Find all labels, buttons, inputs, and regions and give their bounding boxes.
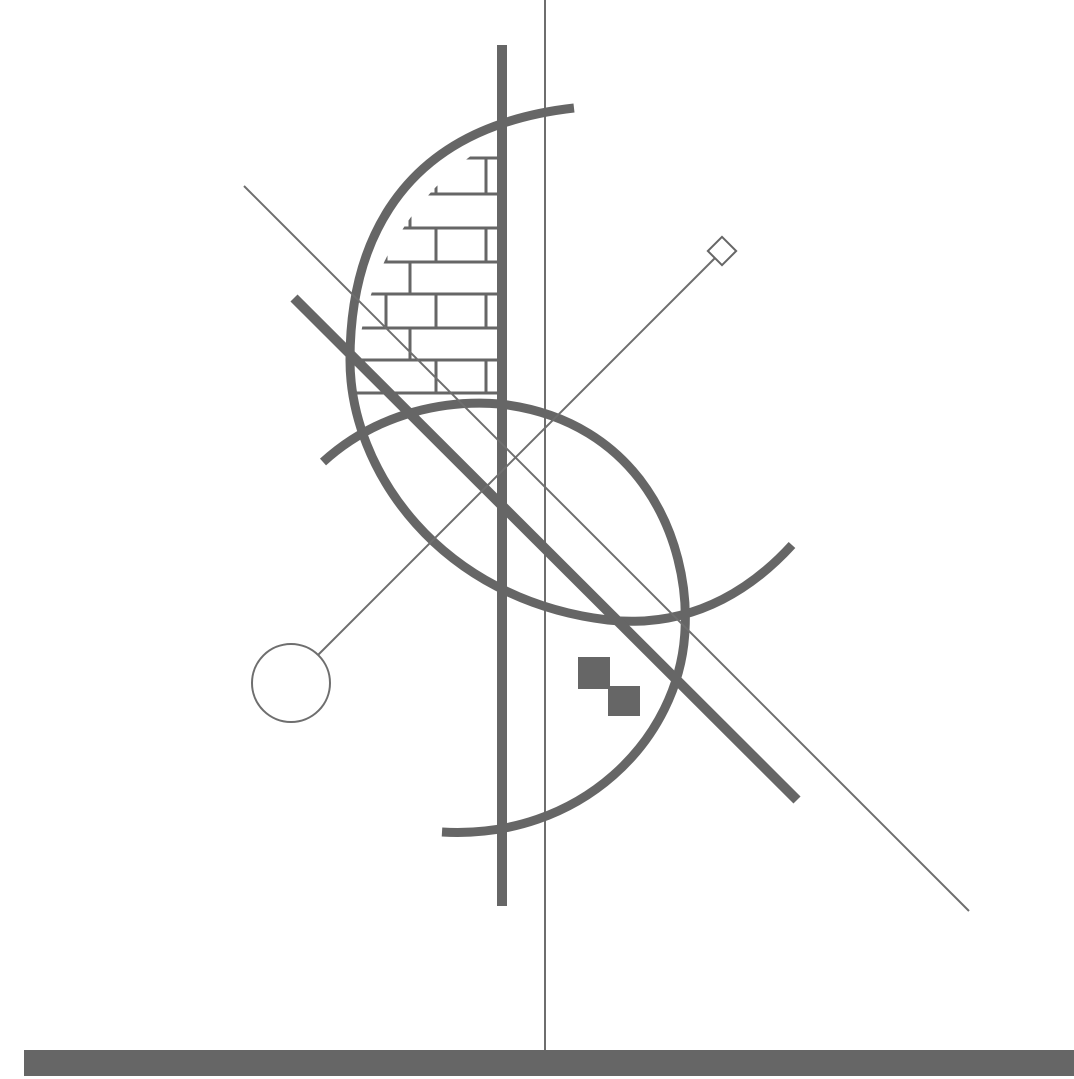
thin-diagonal-line bbox=[243, 185, 970, 912]
open-circle-icon bbox=[251, 643, 331, 723]
diamond-icon bbox=[706, 235, 738, 267]
thin-connector-line bbox=[317, 256, 717, 656]
lower-circle-arc bbox=[319, 398, 690, 837]
filled-squares-icon bbox=[578, 657, 640, 716]
thick-diagonal-line bbox=[290, 294, 801, 804]
large-arc bbox=[345, 103, 796, 626]
base-bar bbox=[24, 1050, 1074, 1076]
